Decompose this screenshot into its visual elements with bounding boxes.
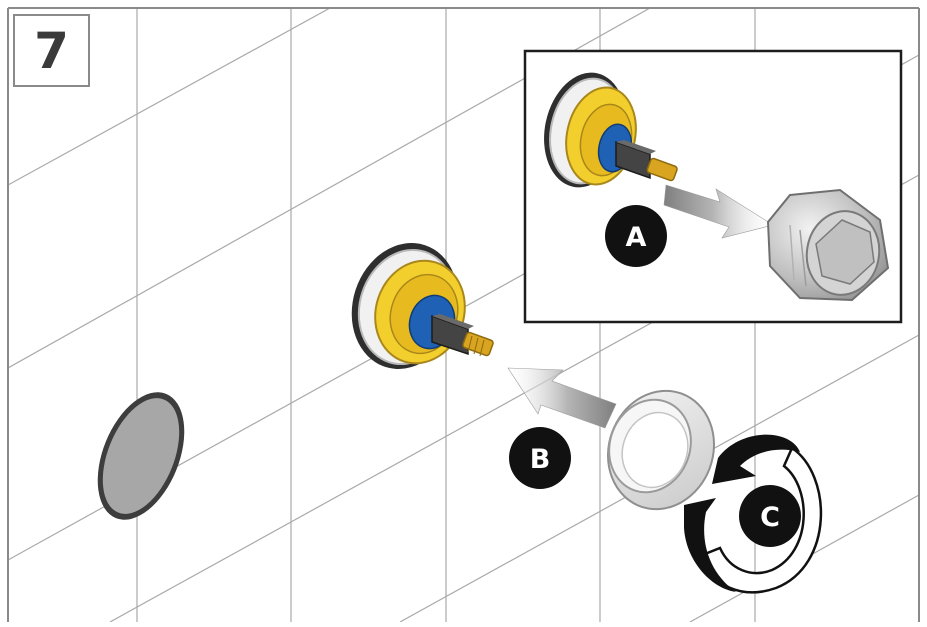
marker-c-label: C: [760, 502, 780, 533]
removal-arrow-icon: [663, 184, 774, 239]
inset-cartridge-icon: [544, 72, 678, 188]
marker-b-label: B: [530, 444, 551, 475]
cover-disc-icon: [97, 392, 185, 520]
valve-cartridge-icon: [351, 243, 494, 369]
install-arrow-icon: [507, 367, 617, 429]
marker-a-label: A: [626, 222, 647, 253]
frame-border: [7, 7, 920, 622]
step-number-box: 7: [13, 14, 90, 87]
marker-c: C: [739, 485, 801, 547]
rotate-arrow-icon: [684, 434, 823, 594]
retaining-nut-icon: [766, 188, 890, 302]
detail-inset-panel: [523, 49, 903, 324]
step-number: 7: [34, 21, 69, 80]
trim-sleeve-icon: [607, 389, 715, 511]
marker-b: B: [509, 427, 571, 489]
marker-a: A: [605, 205, 667, 267]
